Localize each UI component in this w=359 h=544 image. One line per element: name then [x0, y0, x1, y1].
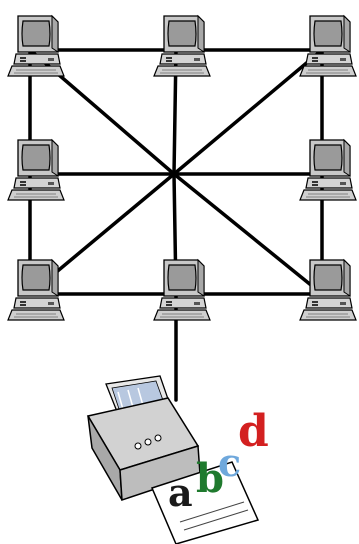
pc-top-left-computer-icon [7, 15, 65, 77]
pc-bottom-center-computer-icon [153, 259, 211, 321]
link-pc-top-right-center-junction [172, 48, 324, 176]
pc-middle-right-computer-icon [299, 139, 357, 201]
letter-a: a [168, 470, 193, 515]
link-pc-bottom-right-center-junction [172, 172, 324, 296]
pc-top-center-computer-icon [153, 15, 211, 77]
printer-icon [86, 375, 260, 544]
pc-top-right-computer-icon [299, 15, 357, 77]
network-links [28, 48, 324, 402]
pc-middle-left-computer-icon [7, 139, 65, 201]
letter-b: b [196, 455, 224, 502]
pc-bottom-right-computer-icon [299, 259, 357, 321]
letter-c: c [218, 440, 241, 485]
letter-d: d [238, 406, 269, 457]
pc-bottom-left-computer-icon [7, 259, 65, 321]
